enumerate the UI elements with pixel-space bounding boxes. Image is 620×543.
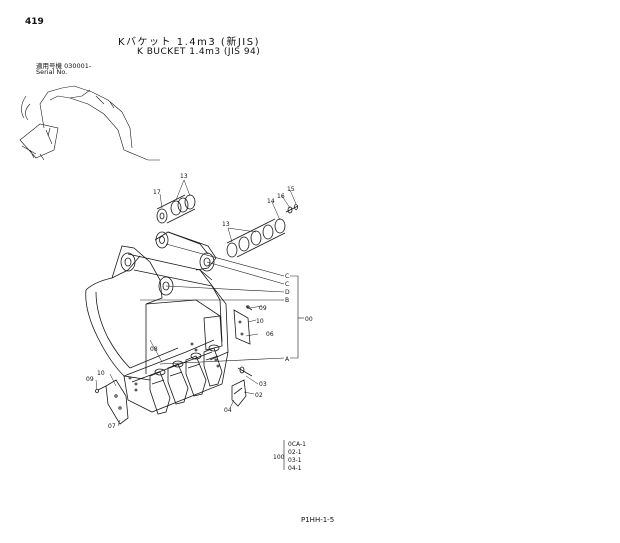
callout-16: 16 xyxy=(277,193,285,200)
kit-row-1: 0CA-1 xyxy=(288,441,306,448)
callout-02: 02 xyxy=(255,392,263,399)
callout-15: 15 xyxy=(287,186,295,193)
tooth-points xyxy=(149,344,223,415)
kit-quantity: 100 xyxy=(273,454,285,461)
callout-09-left: 09 xyxy=(86,376,94,383)
title-japanese: Kバケット 1.4m3 (新JIS) xyxy=(118,37,260,48)
callout-10-left: 10 xyxy=(97,370,105,377)
callout-13-upper: 13 xyxy=(180,173,188,180)
kit-row-2: 02-1 xyxy=(288,449,302,456)
callout-09-right: 09 xyxy=(259,305,267,312)
footer-code: P1HH-1-5 xyxy=(301,516,335,524)
serial-label-japanese: 適用号機 030001- xyxy=(36,62,92,70)
kit-row-4: 04-1 xyxy=(288,465,302,472)
title-english: K BUCKET 1.4m3 (JIS 94) xyxy=(137,47,261,57)
callout-14: 14 xyxy=(267,198,275,205)
ref-b: B xyxy=(285,297,289,304)
callout-17: 17 xyxy=(153,189,161,196)
callout-13-lower: 13 xyxy=(222,221,230,228)
callout-08: 08 xyxy=(150,346,158,353)
callout-06: 06 xyxy=(266,331,274,338)
page-number: 419 xyxy=(25,17,44,27)
kit-table: 100 0CA-1 02-1 03-1 04-1 xyxy=(273,440,306,472)
tooth-pin-and-lock xyxy=(231,366,253,407)
side-cutter-right xyxy=(233,305,253,345)
ref-c-2: C xyxy=(285,281,289,288)
side-cutter-left xyxy=(95,379,129,425)
bolt-and-washer xyxy=(285,204,299,214)
callout-leaders xyxy=(95,179,297,427)
callout-03: 03 xyxy=(259,381,267,388)
ref-d: D xyxy=(285,289,290,296)
excavator-inset-sketch xyxy=(19,85,160,161)
ref-a: A xyxy=(285,356,290,363)
ref-c-1: C xyxy=(285,273,289,280)
callout-07: 07 xyxy=(108,423,116,430)
shim-stack-lower xyxy=(226,218,286,258)
serial-label-english: Serial No. xyxy=(36,68,68,76)
kit-row-3: 03-1 xyxy=(288,457,302,464)
reference-leaders xyxy=(140,243,304,365)
callout-numbers: 17 13 13 15 16 14 09 10 06 00 08 09 10 0… xyxy=(86,173,313,430)
callout-10-right: 10 xyxy=(256,318,264,325)
callout-04: 04 xyxy=(224,407,232,414)
callout-00: 00 xyxy=(305,316,313,323)
shim-stack-upper xyxy=(156,194,196,224)
